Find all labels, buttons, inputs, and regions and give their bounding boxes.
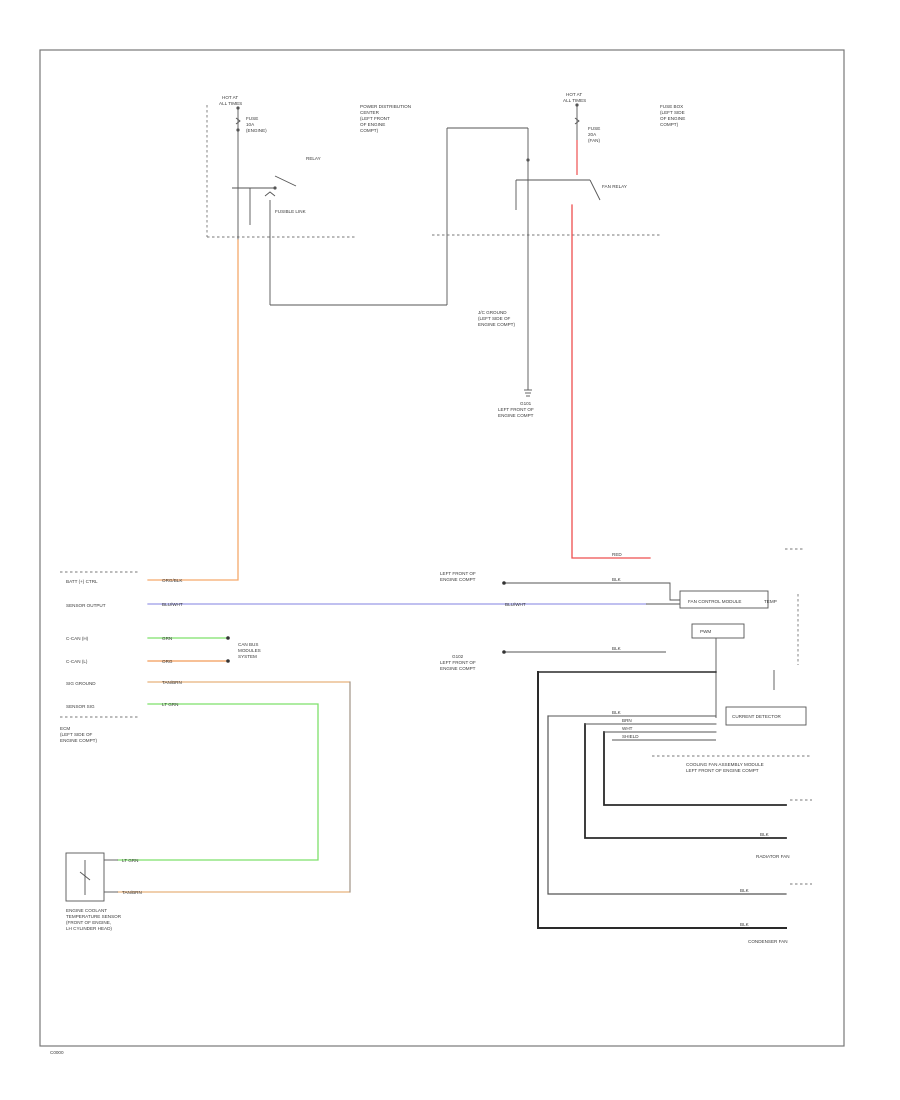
fuse-label-left: FUSE bbox=[246, 116, 258, 121]
ecm-pin-sig-ground: SIG GROUND bbox=[66, 681, 96, 686]
hot-label-left-2: ALL TIMES bbox=[219, 101, 242, 106]
ecm-pin-sensor-output: SENSOR OUTPUT bbox=[66, 603, 106, 608]
wire-label-org: ORG/BLK bbox=[162, 578, 183, 583]
ground-mid2-label-1: G102 bbox=[452, 654, 464, 659]
ecm-pin-batt: BATT (+) CTRL bbox=[66, 579, 98, 584]
right-power-section: HOT AT ALL TIMES FUSE 20A (FAN) FAN RELA… bbox=[432, 92, 685, 418]
ground-junction-label-3: ENGINE COMPT) bbox=[478, 322, 515, 327]
wire-label-brn: BRN bbox=[622, 718, 632, 723]
sensor-label-1: ENGINE COOLANT bbox=[66, 908, 107, 913]
fusible-link-label: FUSIBLE LINK bbox=[275, 209, 307, 214]
ground-lower-label-1: G101 bbox=[520, 401, 532, 406]
wire-label-blk-3: BLK bbox=[612, 710, 622, 715]
fuse-name-left: (ENGINE) bbox=[246, 128, 267, 133]
ground-mid-label-2: ENGINE COMPT bbox=[440, 577, 476, 582]
wire-label-grn: GRN bbox=[162, 636, 172, 641]
wire-label-wht: WHT bbox=[622, 726, 633, 731]
ecm-name-2: (LEFT SIDE OF bbox=[60, 732, 93, 737]
fuse-box-label-4: COMPT) bbox=[660, 122, 679, 127]
fan-system-label-2: LEFT FRONT OF ENGINE COMPT bbox=[686, 768, 759, 773]
wire-label-blu: BLU/WHT bbox=[162, 602, 183, 607]
pdc-label-4: OF ENGINE bbox=[360, 122, 385, 127]
fuse-box-label-1: FUSE BOX bbox=[660, 104, 683, 109]
ecm-name-3: ENGINE COMPT) bbox=[60, 738, 97, 743]
wire-label-shield: SHIELD bbox=[622, 734, 639, 739]
ecm-pin-can-l: C-CAN (L) bbox=[66, 659, 88, 664]
canbus-label-1: CAN BUS bbox=[238, 642, 258, 647]
wire-label-blu-2: BLU/WHT bbox=[505, 602, 526, 607]
hot-label-right: HOT AT bbox=[566, 92, 582, 97]
relay-label-right: FAN RELAY bbox=[602, 184, 627, 189]
pdc-label-2: CENTER bbox=[360, 110, 380, 115]
wire-label-blk-1: BLK bbox=[612, 577, 622, 582]
ecm-pin-sensor-sig: SENSOR SIG bbox=[66, 704, 95, 709]
sensor-label-4: LH CYLINDER HEAD) bbox=[66, 926, 112, 931]
page-reference: C0000 bbox=[50, 1050, 64, 1055]
wire-label-blk-5: BLK bbox=[740, 888, 750, 893]
diagram-frame bbox=[39, 49, 845, 1047]
module-sub-label: PWM bbox=[700, 629, 711, 634]
ground-junction-label-2: (LEFT SIDE OF bbox=[478, 316, 511, 321]
ground-mid-label-1: LEFT FRONT OF bbox=[440, 571, 476, 576]
fuse-name-right: (FAN) bbox=[588, 138, 600, 143]
pdc-label-5: COMPT) bbox=[360, 128, 379, 133]
canbus-label-3: SYSTEM bbox=[238, 654, 257, 659]
ground-mid2-label-2: LEFT FRONT OF bbox=[440, 660, 476, 665]
ecm-connector: BATT (+) CTRL SENSOR OUTPUT C-CAN (H) C-… bbox=[60, 571, 261, 743]
fuse-box-label-2: (LEFT SIDE bbox=[660, 110, 685, 115]
wire-label-blk-2: BLK bbox=[612, 646, 622, 651]
ground-lower-label-3: ENGINE COMPT bbox=[498, 413, 534, 418]
wire-label-tan-2: TAN/BRN bbox=[122, 890, 142, 895]
ecm-name-1: ECM bbox=[60, 726, 70, 731]
fan-control-module: LEFT FRONT OF ENGINE COMPT G102 LEFT FRO… bbox=[440, 548, 812, 944]
radiator-fan-label: RADIATOR FAN bbox=[756, 854, 790, 859]
ground-junction-label-1: J/C GROUND bbox=[478, 310, 507, 315]
relay-label-left: RELAY bbox=[306, 156, 321, 161]
canbus-label-2: MODULES bbox=[238, 648, 261, 653]
ground-lower-label-2: LEFT FRONT OF bbox=[498, 407, 534, 412]
hot-label-right-2: ALL TIMES bbox=[563, 98, 586, 103]
fuse-box-label-3: OF ENGINE bbox=[660, 116, 685, 121]
wire-label-tan: TAN/BRN bbox=[162, 680, 182, 685]
fuse-rating-right: 20A bbox=[588, 132, 597, 137]
wire-label-blk-4: BLK bbox=[760, 832, 770, 837]
pdc-label-1: POWER DISTRIBUTION bbox=[360, 104, 411, 109]
pdc-label-3: (LEFT FRONT bbox=[360, 116, 390, 121]
wire-orange-feed bbox=[147, 239, 239, 581]
wire-label-lgrn-2: LT GRN bbox=[122, 858, 138, 863]
fan-system-label-1: COOLING FAN ASSEMBLY MODULE bbox=[686, 762, 764, 767]
wire-red-feed bbox=[571, 204, 651, 559]
wire-label-red: RED bbox=[612, 552, 622, 557]
ecm-pin-can-h: C-CAN (H) bbox=[66, 636, 89, 641]
ground-mid2-label-3: ENGINE COMPT bbox=[440, 666, 476, 671]
wire-label-lgrn: LT GRN bbox=[162, 702, 178, 707]
fuse-rating-left: 10A bbox=[246, 122, 255, 127]
current-detector-label: CURRENT DETECTOR bbox=[732, 714, 782, 719]
module-top-label: FAN CONTROL MODULE bbox=[688, 599, 741, 604]
left-power-section: HOT AT ALL TIMES FUSE 10A (ENGINE) RELAY… bbox=[206, 95, 529, 306]
sensor-label-3: (FRONT OF ENGINE, bbox=[66, 920, 111, 925]
wire-lightgreen-sensor bbox=[117, 703, 319, 861]
main-wires bbox=[117, 204, 680, 893]
condenser-fan-label: CONDENSER FAN bbox=[748, 939, 788, 944]
wire-label-org2: ORG bbox=[162, 659, 173, 664]
fuse-label-right: FUSE bbox=[588, 126, 600, 131]
hot-label-left: HOT AT bbox=[222, 95, 238, 100]
wire-label-blk-6: BLK bbox=[740, 922, 750, 927]
module-pin-label: TEMP bbox=[764, 599, 777, 604]
coolant-temp-sensor: ENGINE COOLANT TEMPERATURE SENSOR (FRONT… bbox=[65, 852, 142, 931]
sensor-label-2: TEMPERATURE SENSOR bbox=[66, 914, 122, 919]
